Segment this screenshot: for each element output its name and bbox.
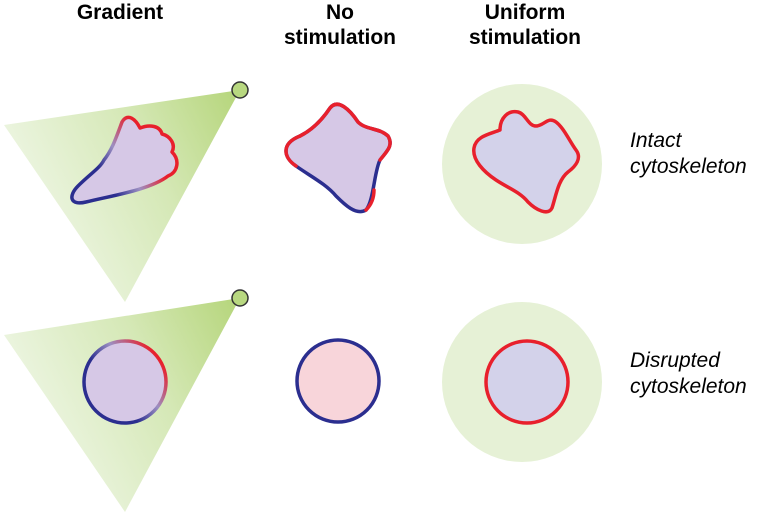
- column-header-gradient: Gradient: [76, 1, 164, 24]
- gradient-disrupted-panel: [4, 289, 249, 512]
- active-membrane-segment: [364, 188, 376, 212]
- no-stimulation-disrupted-panel: [295, 338, 381, 424]
- polarized-cell: [70, 115, 179, 205]
- column-header-uniform-stimulation: Uniform stimulation: [468, 1, 581, 49]
- uniform-disrupted-panel: [442, 302, 602, 462]
- stimulus-source: [231, 289, 249, 307]
- stimulus-source: [231, 81, 249, 99]
- no-stimulation-intact-panel: [284, 102, 392, 214]
- row-label-intact-cytoskeleton: Intact cytoskeleton: [630, 129, 747, 178]
- resting-round-cell: [295, 338, 381, 424]
- active-membrane-segment: [298, 102, 392, 162]
- stimulus-gradient-cone: [4, 90, 240, 302]
- stimulated-cell: [472, 109, 581, 214]
- row-label-disrupted-cytoskeleton: Disrupted cytoskeleton: [630, 349, 747, 398]
- gradient-intact-panel: [4, 81, 249, 302]
- uniform-intact-panel: [442, 84, 602, 244]
- polarized-round-cell: [82, 339, 168, 425]
- active-membrane-segment: [284, 134, 302, 168]
- stimulated-round-cell: [484, 339, 570, 425]
- column-header-no-stimulation: No stimulation: [283, 1, 396, 49]
